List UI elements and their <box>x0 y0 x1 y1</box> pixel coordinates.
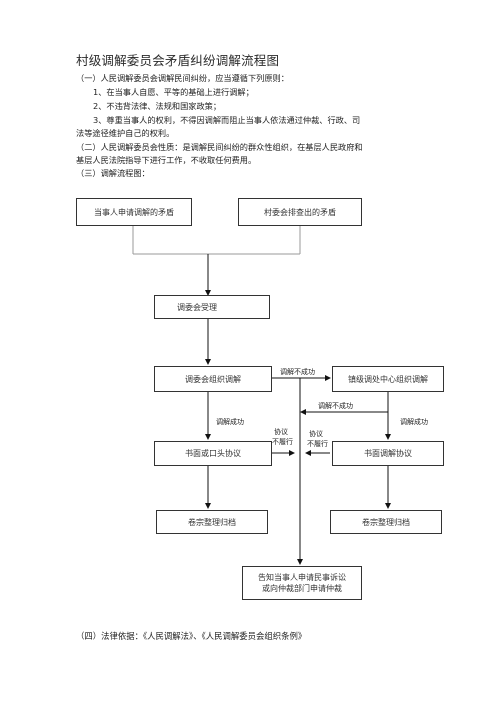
box-oral-agreement: 书面或口头协议 <box>154 441 272 466</box>
nature-line-2: 基层人民法院指导下进行工作，不收取任何费用。 <box>76 155 257 165</box>
document-title: 村级调解委员会矛盾纠纷调解流程图 <box>76 53 280 68</box>
box-archive-left: 卷宗整理归档 <box>156 510 268 534</box>
box-archive-right: 卷宗整理归档 <box>330 510 442 534</box>
notify-line-2: 或向仲裁部门申请仲裁 <box>262 584 342 593</box>
box-written-agreement: 书面调解协议 <box>332 441 444 466</box>
merge-lines <box>132 226 301 255</box>
flowchart-heading: （三）调解流程图： <box>76 168 150 178</box>
label-mediation-failed-2: 调解不成功 <box>318 402 353 410</box>
label-mediation-failed-1: 调解不成功 <box>280 368 315 376</box>
nature-line-1: （二）人民调解委员会性质：是调解民间纠纷的群众性组织，在基层人民政府和 <box>76 142 363 152</box>
notify-line-1: 告知当事人申请民事诉讼 <box>258 573 346 582</box>
principles-heading: （一）人民调解委员会调解民间纠纷，应当遵循下列原则： <box>76 73 289 83</box>
box-village-screening: 村委会排查出的矛盾 <box>238 198 362 226</box>
label-agreement-left: 协议 <box>274 428 288 436</box>
principle-item-2: 2、不违背法律、法规和国家政策； <box>93 101 222 111</box>
principle-item-3: 3、尊重当事人的权利，不得因调解而阻止当事人依法通过仲裁、行政、司 <box>93 115 361 125</box>
box-committee-mediation: 调委会组织调解 <box>154 366 272 392</box>
legal-basis: （四）法律依据：《人民调解法》、《人民调解委员会组织条例》 <box>76 631 307 641</box>
box-town-mediation: 镇级调处中心组织调解 <box>332 366 444 392</box>
label-nonperform-right: 不履行 <box>307 440 328 448</box>
label-nonperform-left: 不履行 <box>272 438 293 446</box>
principle-item-1: 1、在当事人自愿、平等的基础上进行调解； <box>93 87 254 97</box>
box-committee-accept: 调委会受理 <box>154 295 270 319</box>
box-notify-litigation: 告知当事人申请民事诉讼 或向仲裁部门申请仲裁 <box>242 566 362 600</box>
label-mediation-success-left: 调解成功 <box>216 418 244 426</box>
label-mediation-success-right: 调解成功 <box>400 418 428 426</box>
box-party-application: 当事人申请调解的矛盾 <box>76 198 192 226</box>
label-agreement-right: 协议 <box>309 430 323 438</box>
principle-item-3-cont: 法等途径维护自己的权利。 <box>76 128 175 138</box>
